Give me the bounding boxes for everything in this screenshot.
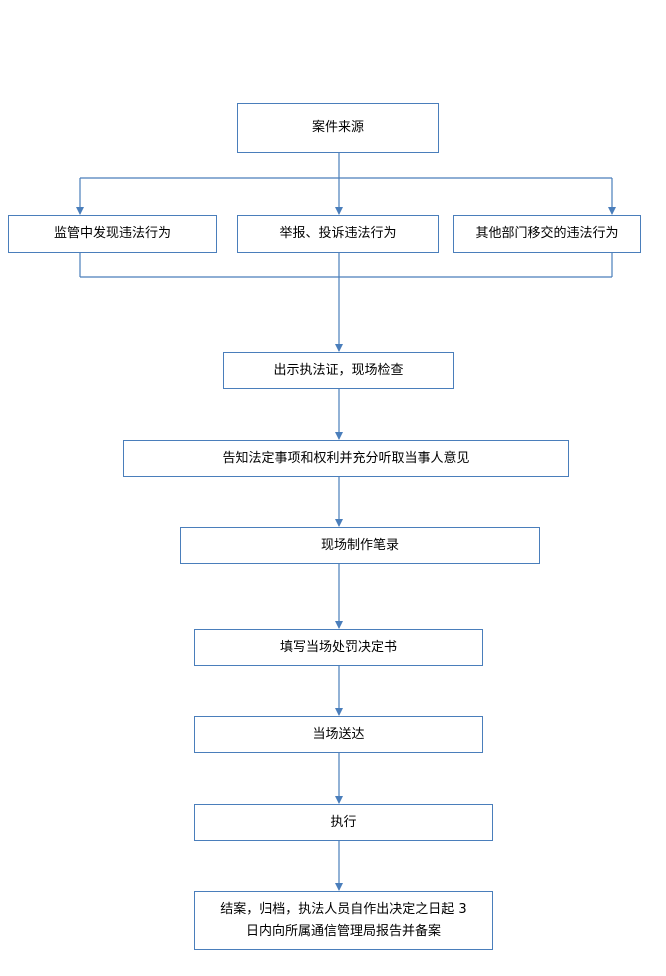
node-decision-label: 填写当场处罚决定书 (279, 639, 397, 655)
node-supervision: 监管中发现违法行为 (8, 215, 217, 253)
node-record: 现场制作笔录 (180, 527, 540, 564)
node-show-credentials: 出示执法证，现场检查 (223, 352, 454, 389)
node-case-source-label: 案件来源 (311, 120, 364, 135)
node-deliver-label: 当场送达 (312, 726, 365, 742)
node-report: 举报、投诉违法行为 (237, 215, 439, 253)
node-report-label: 举报、投诉违法行为 (279, 226, 397, 241)
node-close-label-line2: 日内向所属通信管理局报告并备案 (245, 923, 441, 939)
node-inform-rights: 告知法定事项和权利并充分听取当事人意见 (123, 440, 569, 477)
node-inform-rights-label: 告知法定事项和权利并充分听取当事人意见 (222, 450, 470, 466)
node-case-source: 案件来源 (237, 103, 439, 153)
node-close: 结案，归档，执法人员自作出决定之日起 3 日内向所属通信管理局报告并备案 (194, 891, 493, 950)
node-transfer-label: 其他部门移交的违法行为 (475, 226, 619, 241)
node-transfer: 其他部门移交的违法行为 (453, 215, 641, 253)
node-supervision-label: 监管中发现违法行为 (53, 226, 171, 241)
node-show-credentials-label: 出示执法证，现场检查 (273, 362, 404, 378)
node-deliver: 当场送达 (194, 716, 483, 753)
node-decision: 填写当场处罚决定书 (194, 629, 483, 666)
node-execute-label: 执行 (330, 814, 357, 830)
node-execute: 执行 (194, 804, 493, 841)
node-close-label-line1: 结案，归档，执法人员自作出决定之日起 3 (220, 901, 467, 917)
node-record-label: 现场制作笔录 (320, 537, 399, 553)
